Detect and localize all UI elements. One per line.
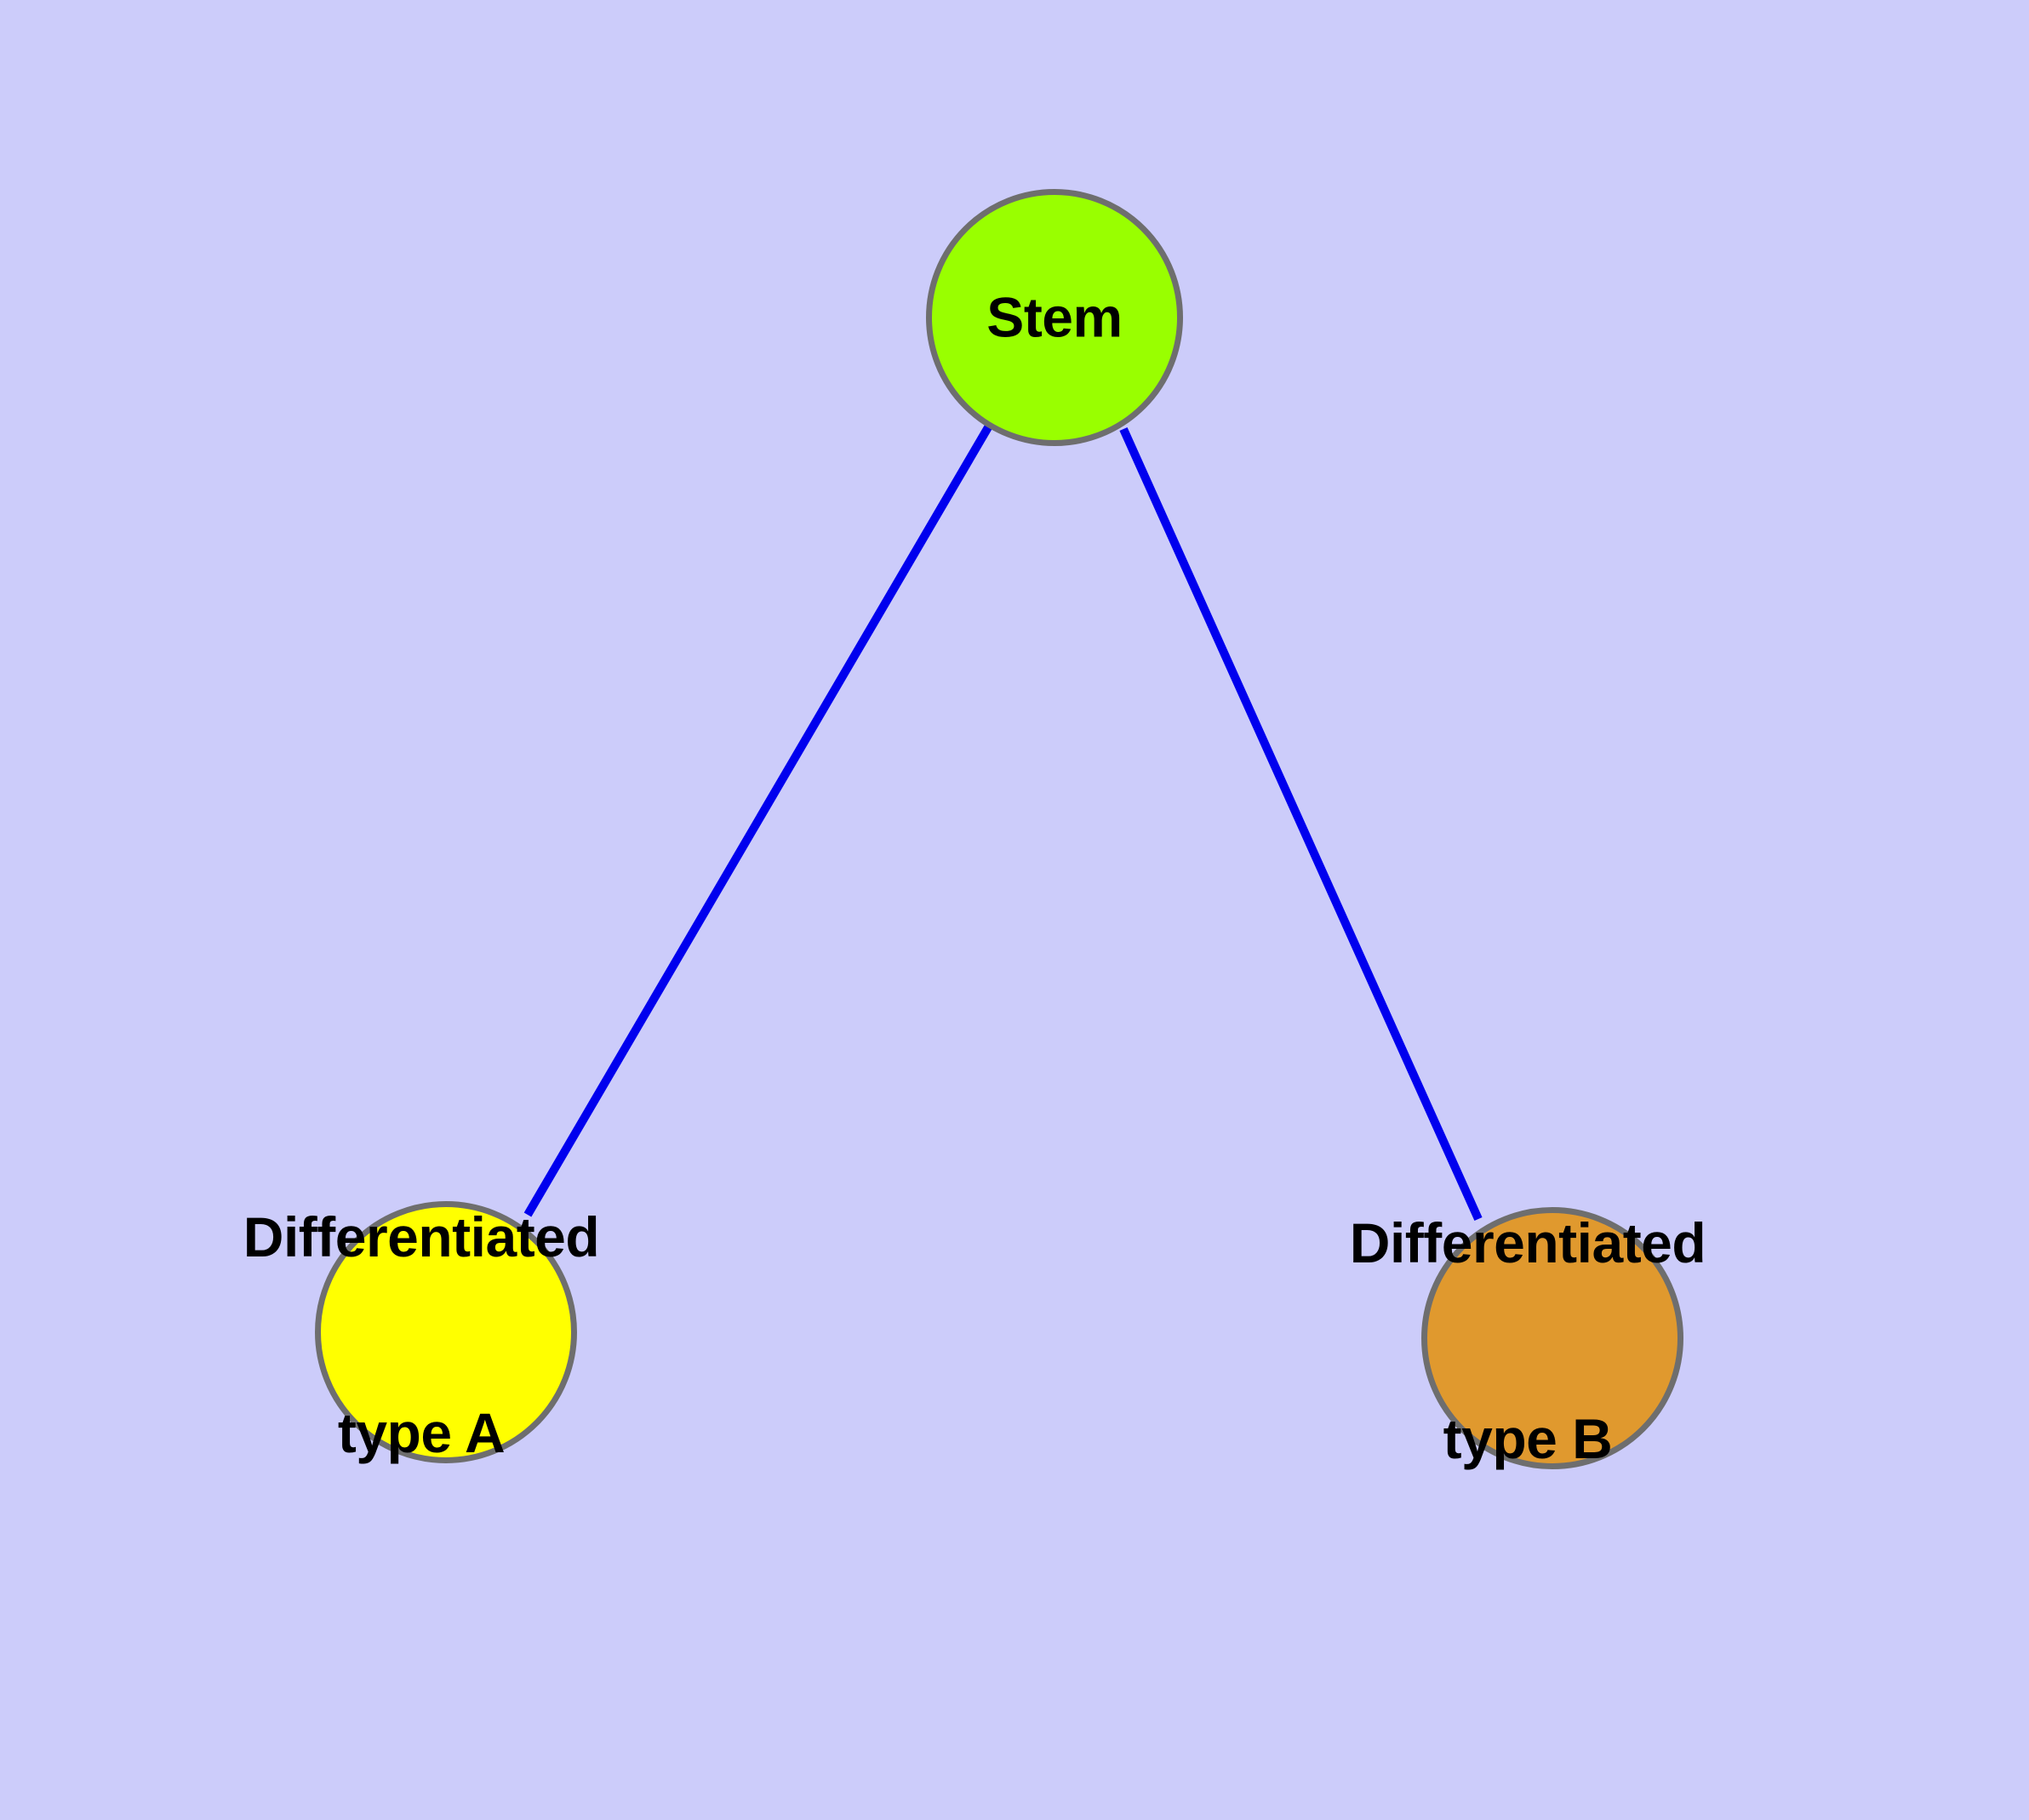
- node-layer: [315, 189, 1683, 1469]
- node-stem[interactable]: [926, 189, 1183, 446]
- edge-layer: [523, 425, 1483, 1222]
- edge-stem-to-diff-b[interactable]: [1119, 426, 1483, 1222]
- edge-stem-to-diff-a[interactable]: [523, 425, 992, 1217]
- node-diff-b[interactable]: [1421, 1207, 1683, 1469]
- node-diff-a[interactable]: [315, 1201, 577, 1463]
